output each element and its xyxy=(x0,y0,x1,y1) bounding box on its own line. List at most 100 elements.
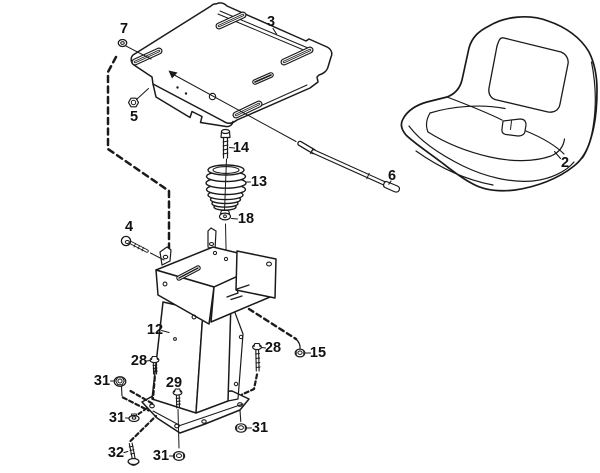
rod-tip xyxy=(382,180,401,193)
bolt-axis-line xyxy=(224,158,227,212)
leader-line xyxy=(125,45,152,60)
part-label: 2 xyxy=(561,155,569,171)
rod-leader-line xyxy=(172,73,297,142)
leader-line xyxy=(388,180,392,185)
base-hole xyxy=(174,423,180,429)
seat-cushion-contour xyxy=(426,112,431,133)
rod-arrowhead xyxy=(168,70,178,79)
leader-line xyxy=(145,359,151,362)
flange-nut-31-c xyxy=(172,451,186,462)
leader-line xyxy=(123,450,129,454)
seat-shell-thickness-line xyxy=(581,61,596,159)
flange-bolt-29 xyxy=(172,388,183,449)
plate-slot xyxy=(215,11,247,30)
seat-outline xyxy=(400,16,598,192)
base-hole xyxy=(237,402,243,407)
box-hole xyxy=(212,250,218,256)
dashed-alignment-line xyxy=(247,307,298,341)
part-label: 5 xyxy=(130,109,138,125)
fasteners xyxy=(113,38,306,466)
box-top-slot xyxy=(176,265,201,281)
leader-line xyxy=(228,146,236,149)
tower-hole xyxy=(233,381,239,387)
spring-assembly xyxy=(205,128,247,279)
seat-latch xyxy=(501,118,527,137)
seat xyxy=(400,16,598,192)
part-label: 6 xyxy=(388,168,396,184)
leader-line xyxy=(160,329,170,334)
plate-slot xyxy=(232,100,263,119)
part-label: 7 xyxy=(120,21,128,37)
part-label: 4 xyxy=(125,219,133,235)
leader-line xyxy=(230,217,239,220)
shoulder-bolt-4 xyxy=(120,235,165,261)
seat-cushion-contour xyxy=(427,131,566,162)
box-right-panel xyxy=(235,250,277,299)
tower-hole xyxy=(173,337,177,341)
tower-hole xyxy=(238,334,244,340)
part-label: 3 xyxy=(267,14,275,30)
leader-line xyxy=(553,150,562,160)
leader-line xyxy=(136,88,149,100)
box-side-tab xyxy=(226,284,250,301)
part-label: 28 xyxy=(265,340,281,356)
flange-nut-31-d xyxy=(235,409,248,433)
seat-backrest-panel xyxy=(488,37,569,113)
plate-slot xyxy=(252,72,274,85)
seat-pan-junction-line xyxy=(446,96,503,121)
plate-hole xyxy=(208,92,217,101)
box-hole xyxy=(223,256,229,262)
flange-bolt-28-right xyxy=(240,342,263,396)
part-label: 12 xyxy=(147,322,163,338)
plate-dot xyxy=(176,86,179,89)
seat-pedestal xyxy=(141,227,277,434)
part-label: 31 xyxy=(94,373,110,389)
panel-hole xyxy=(266,261,272,267)
ear-hole xyxy=(208,241,215,247)
callout-labels: 7 3 5 2 6 14 13 18 4 12 15 28 28 29 31 3… xyxy=(94,14,569,464)
seat-shell-thickness-line xyxy=(415,150,494,186)
part-label: 32 xyxy=(108,445,124,461)
leader-line xyxy=(260,346,267,349)
part-label: 31 xyxy=(252,420,268,436)
locknut-7 xyxy=(117,38,152,60)
leader-line xyxy=(272,27,278,35)
flange-nut-31-a xyxy=(113,376,156,412)
seat-cushion-contour xyxy=(429,105,506,114)
pedestal-base-fold xyxy=(152,403,244,426)
part-label: 14 xyxy=(233,140,249,156)
box-ear xyxy=(159,246,172,266)
box-hole xyxy=(162,281,168,287)
seat-mounting-plate xyxy=(130,2,333,128)
part-label: 18 xyxy=(238,211,254,227)
flange-nut-31-b xyxy=(128,406,149,423)
base-hole xyxy=(201,419,207,424)
hex-bolt-14 xyxy=(220,128,231,159)
flange-bolt-28-left xyxy=(149,355,160,401)
part-label: 29 xyxy=(166,375,182,391)
part-label: 13 xyxy=(251,174,267,190)
dashed-alignment-line xyxy=(106,55,171,259)
hex-nut-5 xyxy=(127,88,149,108)
box-front-face xyxy=(155,269,215,325)
pedestal-tower-flange xyxy=(227,301,244,402)
flange-nut-18 xyxy=(218,209,232,221)
part-label: 15 xyxy=(310,345,326,361)
ear-hole xyxy=(162,254,169,260)
part-label: 31 xyxy=(153,448,169,464)
seat-pan-rim xyxy=(408,125,575,182)
carriage-bolt-32 xyxy=(127,414,158,466)
seat-pan-junction-line xyxy=(525,130,565,155)
plate-outline xyxy=(130,2,333,124)
seat-adjustment-rod xyxy=(168,70,401,193)
plate-dot xyxy=(184,92,188,95)
flange-nut-15 xyxy=(294,348,306,358)
plate-slot xyxy=(280,46,314,66)
seat-latch-notch xyxy=(510,120,512,130)
box-hole xyxy=(191,314,197,320)
part-label: 28 xyxy=(131,353,147,369)
leader-line xyxy=(150,252,165,261)
plate-front-flange xyxy=(152,83,234,128)
